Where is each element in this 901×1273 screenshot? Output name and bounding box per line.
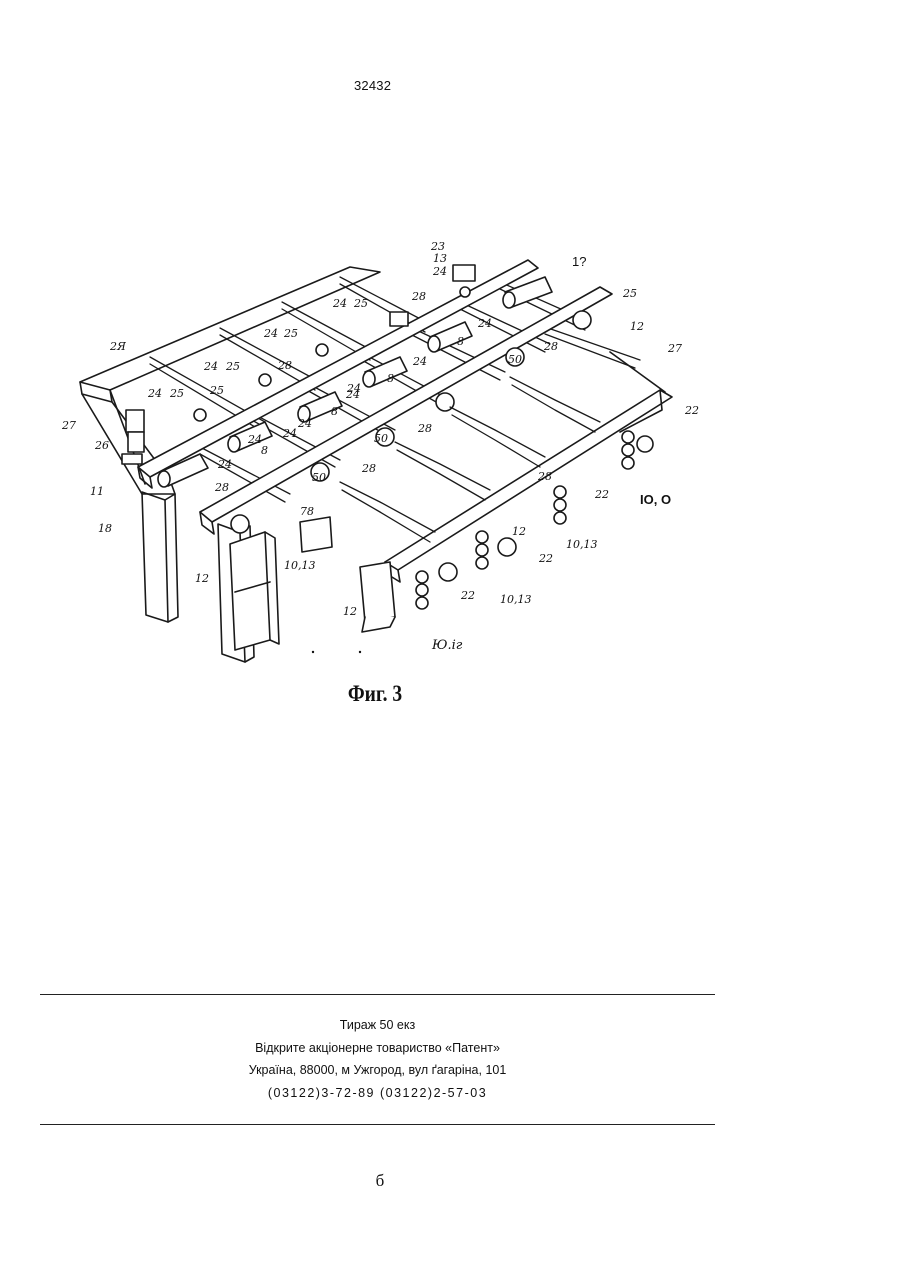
label-24c: 24 — [263, 327, 278, 340]
label-10-13a: 10,13 — [284, 559, 316, 572]
label-22d: 22 — [460, 589, 475, 602]
label-25f: 25 — [169, 387, 184, 400]
label-22b: 22 — [594, 488, 609, 501]
label-12c: 12 — [512, 525, 526, 538]
label-24g: 24 — [412, 355, 427, 368]
label-50a: 50 — [508, 353, 522, 366]
label-io-ig: Ю.іг — [431, 638, 463, 653]
label-50c: 50 — [312, 471, 326, 484]
label-28f: 28 — [214, 481, 229, 494]
label-78: 78 — [300, 505, 314, 518]
label-24: 24 — [432, 265, 447, 278]
label-24e: 24 — [203, 360, 218, 373]
label-8b: 8 — [387, 372, 394, 385]
label-12: 12 — [630, 320, 644, 333]
label-10-13c: 10,13 — [500, 593, 532, 606]
drive-stacks — [300, 431, 653, 632]
label-22: 22 — [684, 404, 699, 417]
label-28d: 28 — [417, 422, 432, 435]
label-8c: 8 — [331, 405, 338, 418]
label-8a: 8 — [457, 335, 464, 348]
label-27b: 27 — [61, 419, 76, 432]
divider-bottom — [40, 1124, 715, 1125]
label-26: 26 — [94, 439, 109, 452]
label-12b: 12 — [195, 572, 209, 585]
label-25g: 25 — [209, 384, 224, 397]
label-24d: 24 — [477, 317, 492, 330]
imprint-circulation: Тираж 50 екз — [40, 1018, 715, 1032]
label-24j: 24 — [282, 427, 297, 440]
label-28: 28 — [411, 290, 426, 303]
label-12d: 12 — [343, 605, 357, 618]
imprint-address: Україна, 88000, м Ужгород, вул ґагаріна,… — [40, 1063, 715, 1077]
label-25b: 25 — [353, 297, 368, 310]
label-25: 25 — [622, 287, 637, 300]
label-10-13b: 10,13 — [566, 538, 598, 551]
imprint-phones: (03122)3-72-89 (03122)2-57-03 — [40, 1086, 715, 1100]
divider-top — [40, 994, 715, 995]
label-50b: 50 — [374, 432, 388, 445]
label-1q: 1? — [572, 254, 586, 269]
label-18: 18 — [98, 522, 112, 535]
label-io-o: IO, O — [640, 492, 671, 507]
label-13: 13 — [433, 252, 447, 265]
technical-drawing: 23 13 24 1? 25 24 25 28 2Я 24 25 24 12 2… — [50, 232, 715, 672]
patent-number: 32432 — [354, 78, 391, 93]
label-2ya: 2Я — [109, 340, 127, 353]
label-24k: 24 — [297, 417, 312, 430]
label-8d: 8 — [261, 444, 268, 457]
imprint-publisher: Відкрите акціонерне товариство «Патент» — [40, 1041, 715, 1055]
label-24f: 24 — [147, 387, 162, 400]
label-28b: 28 — [277, 359, 292, 372]
label-24i: 24 — [346, 382, 361, 395]
label-24l: 24 — [217, 458, 232, 471]
label-28g: 28 — [537, 470, 552, 483]
label-28c: 28 — [543, 340, 558, 353]
label-22c: 22 — [538, 552, 553, 565]
label-27: 27 — [667, 342, 682, 355]
label-25c: 25 — [283, 327, 298, 340]
page-number: б — [360, 1171, 400, 1191]
figure-caption: Фиг. 3 — [311, 681, 439, 707]
central-beam — [138, 260, 538, 488]
label-28e: 28 — [361, 462, 376, 475]
label-24m: 24 — [247, 433, 262, 446]
label-25e: 25 — [225, 360, 240, 373]
label-11: 11 — [90, 485, 104, 498]
label-24b: 24 — [332, 297, 347, 310]
